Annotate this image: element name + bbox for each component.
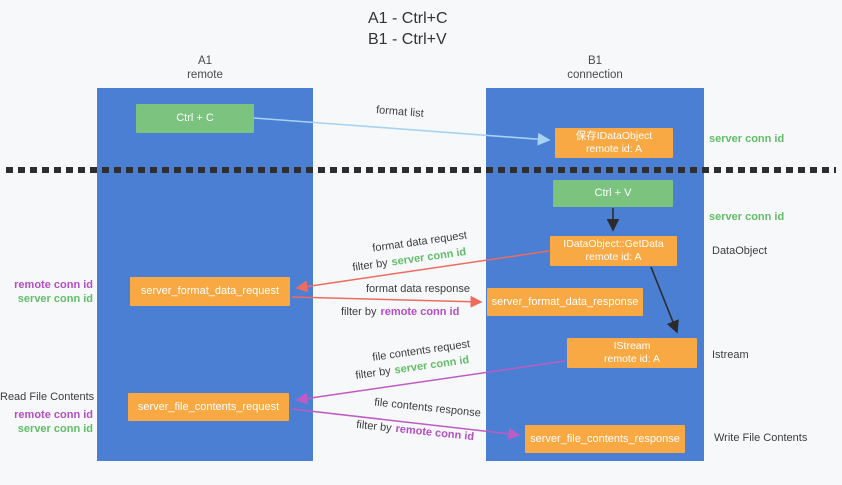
- file-contents-response-label: file contents response: [373, 396, 482, 420]
- node-ctrl-v: Ctrl + V: [553, 180, 673, 207]
- format-data-response-arrow: [291, 295, 483, 308]
- getdata-line1: IDataObject::GetData: [563, 238, 664, 250]
- lane-a1-name: A1: [197, 55, 213, 67]
- node-server-file-contents-response: server_file_contents_response: [525, 425, 685, 453]
- left-server-conn-id-top: server conn id: [17, 293, 93, 305]
- filter-by-text: filter by: [355, 418, 393, 435]
- right-server-conn-id-mid: server conn id: [709, 211, 785, 223]
- format-data-response-label: format data response: [366, 283, 470, 295]
- istream-line1: IStream: [613, 340, 651, 352]
- remote-conn-id-text: remote conn id: [394, 422, 475, 444]
- dashed-divider: [6, 167, 836, 173]
- filter-by-text: filter by: [351, 257, 389, 274]
- right-istream-label: Istream: [712, 349, 749, 361]
- lane-a1-role: remote: [187, 69, 223, 81]
- node-server-file-contents-request: server_file_contents_request: [128, 393, 289, 421]
- node-ctrl-c: Ctrl + C: [136, 104, 254, 133]
- filter-by-text: filter by: [354, 365, 392, 382]
- title-line-ctrl-v: B1 - Ctrl+V: [368, 31, 447, 48]
- left-server-conn-id-bottom: server conn id: [17, 423, 93, 435]
- left-remote-conn-id-bottom: remote conn id: [14, 409, 93, 421]
- node-istream: IStream remote id: A: [567, 338, 697, 368]
- lane-header-b1: B1 connection: [535, 54, 655, 82]
- title-line-ctrl-c: A1 - Ctrl+C: [368, 10, 448, 27]
- diagram-title: A1 - Ctrl+C B1 - Ctrl+V: [368, 8, 448, 50]
- lane-b1-role: connection: [567, 69, 623, 81]
- right-dataobject-label: DataObject: [712, 245, 768, 257]
- left-remote-conn-id-top: remote conn id: [14, 279, 93, 291]
- left-read-file-contents-label: Read File Contents: [0, 391, 95, 403]
- node-server-format-data-request: server_format_data_request: [130, 277, 290, 306]
- right-write-file-contents-label: Write File Contents: [714, 432, 808, 444]
- node-save-dataobject: 保存IDataObject remote id: A: [555, 128, 673, 158]
- filter-by-text: filter by: [341, 306, 377, 318]
- remote-conn-id-text: remote conn id: [380, 306, 460, 318]
- node-idataobject-getdata: IDataObject::GetData remote id: A: [550, 236, 677, 266]
- save-dataobject-line2: remote id: A: [585, 143, 643, 155]
- lane-header-a1: A1 remote: [145, 54, 265, 82]
- right-server-conn-id-top: server conn id: [709, 133, 785, 145]
- getdata-line2: remote id: A: [585, 251, 642, 263]
- istream-line2: remote id: A: [603, 353, 661, 365]
- save-dataobject-line1: 保存IDataObject: [575, 130, 653, 142]
- node-server-format-data-response: server_format_data_response: [487, 288, 643, 316]
- lane-b1-name: B1: [587, 55, 603, 67]
- format-list-label: format list: [375, 104, 425, 120]
